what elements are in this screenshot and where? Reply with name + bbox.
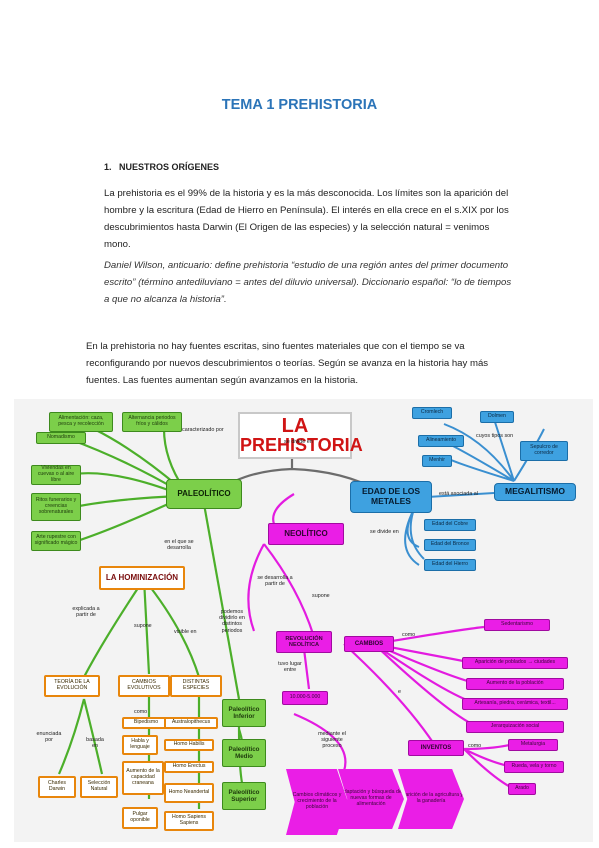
map-main-title-line2: PREHISTORIA xyxy=(240,435,363,455)
node-distintas-especies: DISTINTAS ESPECIES xyxy=(170,675,222,697)
edad-cobre: Edad del Cobre xyxy=(424,519,476,531)
especie-australopithecus: Australopithecus xyxy=(164,717,218,729)
invento-rueda: Rueda, vela y torno xyxy=(504,761,564,773)
node-inventos: INVENTOS xyxy=(408,740,464,756)
paragraph-quote: Daniel Wilson, anticuario: define prehis… xyxy=(104,260,512,305)
especie-sapiens: Homo Sapiens Sapiens xyxy=(164,811,214,831)
label-como-cambios: como xyxy=(134,709,148,715)
label-se-desarrolla: se desarrolla a partir de xyxy=(257,575,293,588)
label-podemos-dividirlo: podemos dividirlo en distintos periodos xyxy=(219,609,245,634)
label-caracterizado-por: caracterizado por xyxy=(182,427,224,433)
label-basada-en: basada en xyxy=(86,737,104,750)
section-heading: 1. NUESTROS ORÍGENES xyxy=(104,162,220,172)
node-darwin: Charles Darwin xyxy=(38,776,76,798)
cambio-pulgar: Pulgar oponible xyxy=(122,807,158,829)
label-en-el-que: en el que se desarrolla xyxy=(164,539,194,552)
megalito-menhir: Menhir xyxy=(422,455,452,467)
cambio-artesania: Artesanía, piedra, cerámica, textil... xyxy=(462,698,568,710)
node-alimentacion: Alimentación: caza, pesca y recolección xyxy=(49,412,113,432)
cambio-bipedismo: Bipedismo xyxy=(122,717,170,729)
node-alternancia: Alternancia periodos fríos y cálidos xyxy=(122,412,182,432)
node-megalitismo: MEGALITISMO xyxy=(494,483,576,501)
node-nomadismo: Nomadismo xyxy=(36,432,86,444)
especie-neandertal: Homo Neandertal xyxy=(164,783,214,803)
paragraph-sources: En la prehistoria no hay fuentes escrita… xyxy=(86,341,489,386)
edad-hierro: Edad del Hierro xyxy=(424,559,476,571)
document-title: TEMA 1 PREHISTORIA xyxy=(221,97,378,113)
megalito-sepulcro: Sepulcro de corredor xyxy=(520,441,568,461)
node-teoria-evolucion: TEORÍA DE LA EVOLUCIÓN xyxy=(44,675,100,697)
label-se-divide-en: se divide en xyxy=(284,439,313,445)
node-arte-rupestre: Arte rupestre con significado mágico xyxy=(31,531,81,551)
paragraph-intro: La prehistoria es el 99% de la historia … xyxy=(104,188,509,250)
concept-map: LA PREHISTORIA se divide en caracterizad… xyxy=(14,399,593,842)
cambio-sedentarismo: Sedentarismo xyxy=(484,619,550,631)
node-hominizacion: LA HOMINIZACIÓN xyxy=(99,566,185,590)
cambio-poblacion: Aumento de la población xyxy=(466,678,564,690)
node-paleolitico-superior: Paleolítico Superior xyxy=(222,782,266,810)
label-tuvo-lugar: tuvo lugar entre xyxy=(278,661,302,674)
node-seleccion-natural: Selección Natural xyxy=(80,776,118,798)
label-asociada: está asociada al xyxy=(439,491,478,497)
label-supone-n: supone xyxy=(312,593,330,599)
label-se-divide-en-m: se divide en xyxy=(370,529,399,535)
label-supone-h: supone xyxy=(134,623,152,629)
edad-bronce: Edad del Bronce xyxy=(424,539,476,551)
especie-erectus: Homo Erectus xyxy=(164,761,214,773)
process-step-1: Cambios climáticos y crecimiento de la p… xyxy=(286,769,348,835)
label-mediante: mediante el siguiente proceso xyxy=(318,731,346,750)
label-visible-en: visible en xyxy=(174,629,197,635)
map-main-title: LA PREHISTORIA xyxy=(238,412,363,459)
label-enunciada-por: enunciada por xyxy=(36,731,62,744)
cambio-habla: Habla y lenguaje xyxy=(122,735,158,755)
node-paleolitico-inferior: Paleolítico Inferior xyxy=(222,699,266,727)
especie-habilis: Homo Habilis xyxy=(164,739,214,751)
cambio-poblados: Aparición de poblados → ciudades xyxy=(462,657,568,669)
node-edad-metales: EDAD DE LOS METALES xyxy=(350,481,432,513)
process-step-2: Adaptación y búsqueda de nuevas formas d… xyxy=(338,769,404,829)
cambio-capacidad-craneana: Aumento de la capacidad craneana xyxy=(122,761,164,795)
label-como-i: como xyxy=(468,743,482,749)
node-revolucion-neolitica: REVOLUCIÓN NEOLÍTICA xyxy=(276,631,332,653)
megalito-dolmen: Dolmen xyxy=(480,411,514,423)
node-paleolitico-medio: Paleolítico Medio xyxy=(222,739,266,767)
invento-arado: Arado xyxy=(508,783,536,795)
invento-metalurgia: Metalurgia xyxy=(508,739,558,751)
node-cambios: CAMBIOS xyxy=(344,636,394,652)
node-ritos: Ritos funerarios y creencias sobrenatura… xyxy=(31,493,81,521)
map-main-title-line1: LA xyxy=(281,415,309,437)
node-cambios-evolutivos: CAMBIOS EVOLUTIVOS xyxy=(118,675,170,697)
cambio-jerarquizacion: Jerarquización social xyxy=(466,721,564,733)
node-paleolitico: PALEOLÍTICO xyxy=(166,479,242,509)
megalito-alineamiento: Alineamiento xyxy=(418,435,464,447)
label-cuyos-tipos: cuyos tipos son xyxy=(476,433,514,439)
label-explicada: explicada a partir de xyxy=(72,606,100,619)
node-fecha: 10.000-5.000 xyxy=(282,691,328,705)
label-como-c: como xyxy=(402,632,416,638)
node-viviendas: Viviendas en cuevas o al aire libre xyxy=(31,465,81,485)
label-e: e xyxy=(398,689,401,695)
process-step-3: Aparición de la agricultura y la ganader… xyxy=(398,769,464,829)
node-neolitico: NEOLÍTICO xyxy=(268,523,344,545)
megalito-cromlech: Cromlech xyxy=(412,407,452,419)
